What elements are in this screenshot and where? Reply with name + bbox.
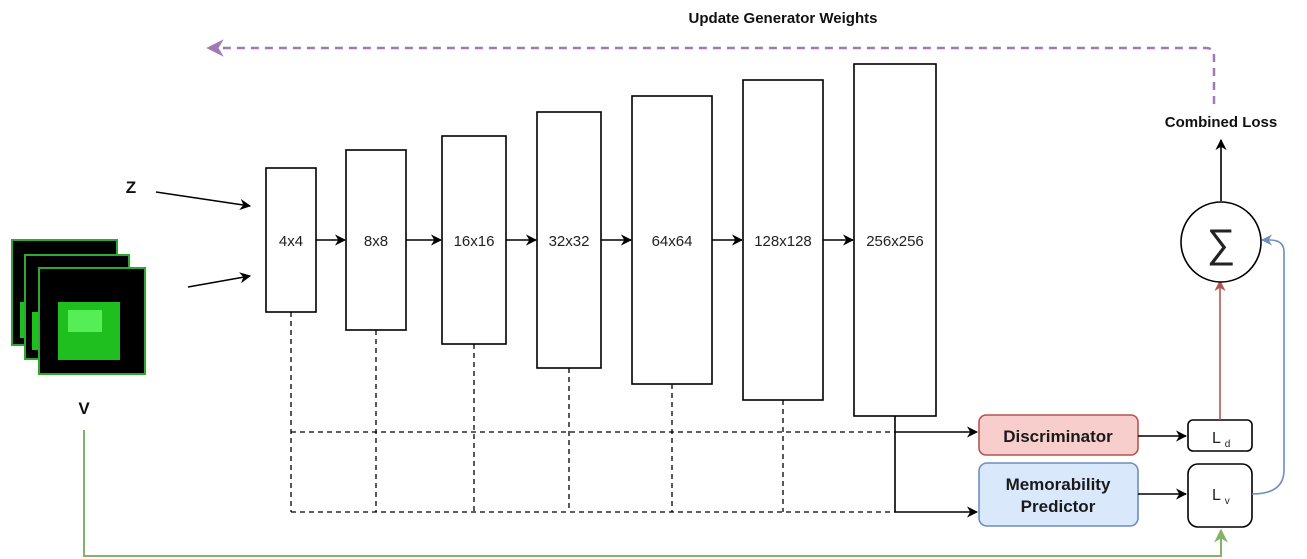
combined-loss-label: Combined Loss	[1165, 114, 1278, 131]
block-label-256x256: 256x256	[866, 233, 924, 250]
v-feedback-arrow	[83, 430, 1228, 557]
memorability-label-line1: Memorability	[1006, 475, 1111, 494]
output-to-discriminator-arrow	[894, 416, 979, 438]
block-label-128x128: 128x128	[754, 233, 812, 250]
v-image-stack	[11, 239, 146, 375]
generator-block-32x32: 32x32	[536, 111, 602, 369]
block-label-8x8: 8x8	[364, 233, 388, 250]
update-weights-arrow	[206, 39, 1216, 104]
block-label-32x32: 32x32	[549, 233, 590, 250]
generator-block-64x64: 64x64	[631, 95, 713, 385]
memorability-predictor-box: Memorability Predictor	[978, 462, 1139, 527]
lv-main: L	[1212, 487, 1221, 504]
block-label-64x64: 64x64	[652, 233, 693, 250]
z-input-label: Z	[126, 178, 136, 197]
lv-loss-box: L v	[1187, 463, 1253, 528]
lv-to-sum-arrow	[1251, 234, 1285, 495]
z-input-arrow	[155, 191, 252, 211]
v-image-frame-front	[38, 267, 146, 375]
lv-label: L v	[1212, 487, 1230, 507]
ld-loss-box: L d	[1187, 419, 1253, 452]
discriminator-label: Discriminator	[1003, 427, 1113, 446]
sum-symbol: ∑	[1207, 222, 1236, 266]
skip-connections	[290, 312, 895, 513]
generator-block-16x16: 16x16	[441, 135, 507, 345]
generator-block-8x8: 8x8	[345, 149, 407, 331]
ld-subscript: d	[1225, 439, 1231, 450]
generator-block-4x4: 4x4	[265, 167, 317, 313]
update-generator-weights-label: Update Generator Weights	[689, 10, 878, 27]
discriminator-box: Discriminator	[978, 414, 1139, 456]
ld-label: L d	[1212, 430, 1230, 450]
sum-node: ∑	[1180, 201, 1262, 283]
v-input-label: V	[78, 399, 90, 418]
v-input-arrow	[187, 272, 252, 288]
block-label-4x4: 4x4	[279, 233, 303, 250]
output-to-memorability-arrow	[894, 432, 979, 518]
ld-main: L	[1212, 430, 1221, 447]
block-label-16x16: 16x16	[454, 233, 495, 250]
lv-subscript: v	[1225, 496, 1230, 507]
generator-block-128x128: 128x128	[742, 79, 824, 401]
memorability-label-line2: Predictor	[1021, 497, 1096, 516]
generator-block-256x256: 256x256	[853, 63, 937, 417]
